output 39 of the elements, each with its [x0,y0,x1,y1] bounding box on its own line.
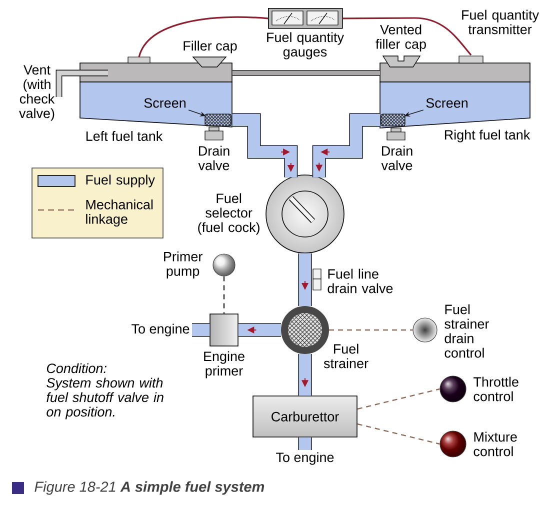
pipe [312,113,380,178]
legend-label: Fuel supply [86,174,155,188]
flow-label: To engine [132,324,190,336]
pipe [298,437,312,450]
pipe [298,253,312,306]
note: System shown with fuel shutoff valve in on position. [46,378,164,420]
caption: Figure 18-21 A simple fuel system [34,481,264,495]
part-label: Fuel quantity transmitter [462,10,539,34]
note: Condition: [46,363,106,374]
pipe [298,354,312,396]
part-label: Fuel selector (fuel cock) [198,193,260,235]
legend-label: Mechanical linkage [86,199,153,227]
pipe [232,113,298,178]
part-label: Left fuel tank [86,131,163,141]
part-label: Drain valve [381,146,412,170]
part-label: Fuel line drain valve [328,268,393,294]
part-label: Drain valve [198,146,230,170]
linkage-line [329,329,413,331]
pipe [232,70,380,76]
pipe [192,323,210,337]
part-label: Vented filler cap [376,24,426,52]
carburettor-box: Carburettor [252,396,358,438]
part-label: Filler cap [184,40,237,54]
part-label: Fuel strainer drain control [444,304,489,358]
part-label: Mixture control [474,432,517,456]
flow-label: To engine [276,452,334,465]
part-label: Right fuel tank [444,130,530,142]
linkage-line [223,276,225,314]
part-label: Engine primer [204,351,244,378]
linkage-line [357,388,440,410]
part-label: Throttle control [474,376,518,402]
wire [138,16,268,58]
part-label: Vent (with check valve) [19,65,55,121]
part-label: Fuel quantity gauges [267,32,344,60]
part-label: Fuel strainer [324,344,368,368]
pipe [238,323,281,337]
linkage-line [357,423,440,445]
wire [342,17,472,56]
part-label: Primer pump [164,251,202,279]
